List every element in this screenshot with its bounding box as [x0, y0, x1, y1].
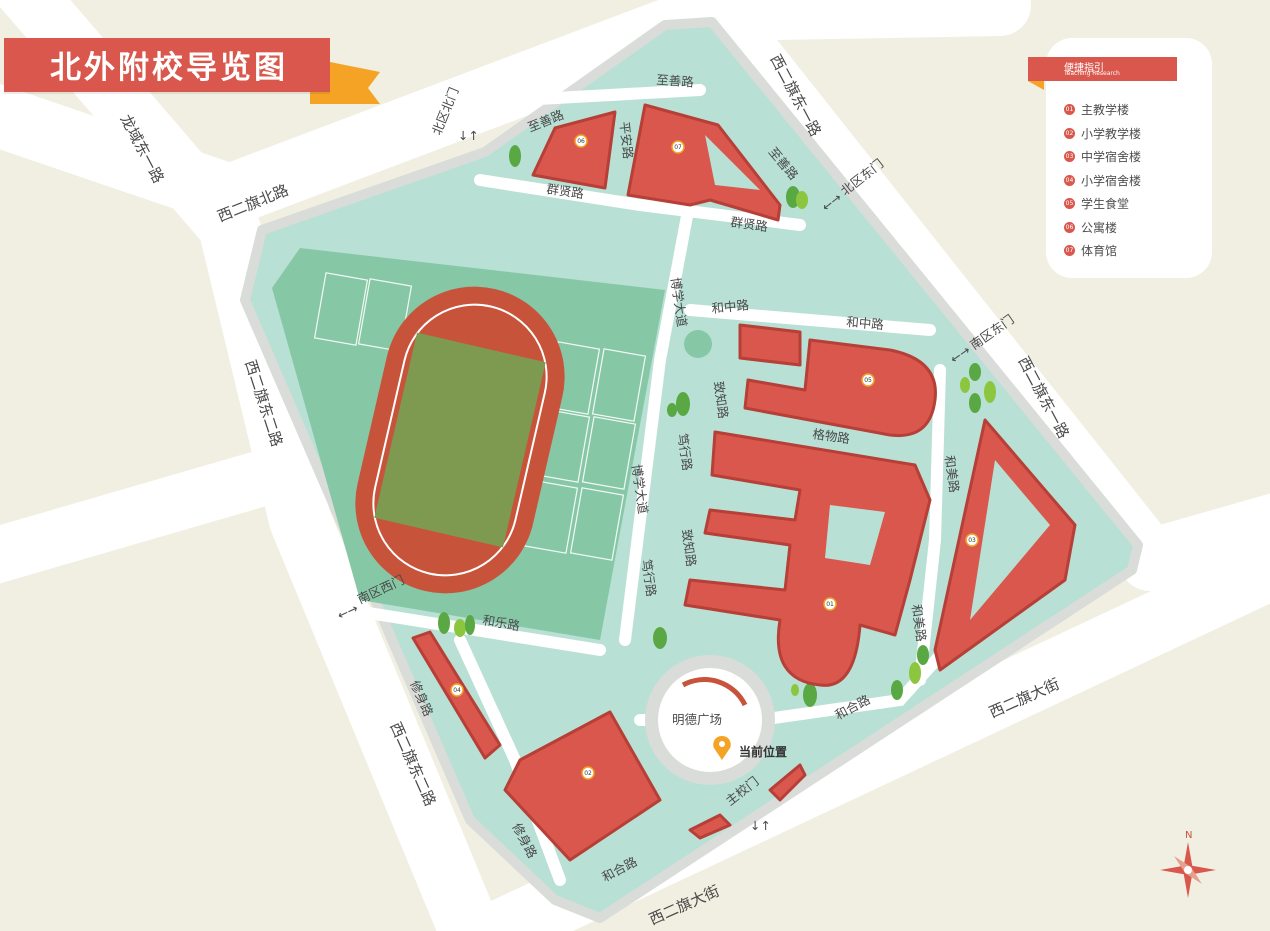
title-banner: [4, 38, 330, 92]
main-gate-left: [688, 813, 732, 840]
legend-item: 05 学生食堂: [1064, 192, 1141, 216]
marker-05-label: 05: [864, 377, 872, 384]
gate-north-north-arrow: ↓↑: [458, 128, 479, 143]
marker-01-label: 01: [826, 601, 834, 608]
legend-item: 06 公寓楼: [1064, 216, 1141, 240]
trees: [438, 145, 996, 707]
legend-item: 01 主教学楼: [1064, 98, 1141, 122]
road-hemei-2: 和美路: [909, 603, 929, 643]
basketball-courts: [313, 272, 647, 561]
legend-item-num: 04: [1064, 174, 1075, 186]
road-zhizhi-2: 致知路: [679, 528, 699, 568]
legend-item-label: 学生食堂: [1081, 197, 1130, 212]
building-02: [503, 710, 662, 862]
legend-item-label: 小学教学楼: [1081, 126, 1142, 141]
pond: [684, 330, 712, 358]
building-05: [738, 323, 937, 438]
current-location-pin: [713, 736, 731, 760]
road-pingan: 平安路: [617, 121, 636, 160]
main-gate-right: [768, 763, 807, 802]
compass: [1160, 842, 1216, 898]
legend-header: 便捷指引 Teaching Research: [1028, 57, 1177, 81]
legend-item-num: 03: [1064, 151, 1075, 163]
building-01: [683, 430, 932, 687]
legend-item-num: 01: [1064, 104, 1075, 116]
road-duxing-2: 笃行路: [639, 558, 659, 598]
marker-05: 05: [861, 373, 875, 387]
road-hemei-1: 和美路: [942, 454, 962, 494]
marker-07: 07: [671, 140, 685, 154]
road-zhishan-2: 至善路: [656, 72, 695, 90]
legend-item-num: 05: [1064, 198, 1075, 210]
marker-07-label: 07: [674, 144, 682, 151]
legend-item-num: 07: [1064, 245, 1075, 257]
legend-item-label: 体育馆: [1081, 244, 1118, 259]
building-06: [531, 110, 617, 190]
compass-north-label: N: [1185, 830, 1192, 841]
running-track: [355, 286, 565, 594]
marker-03: 03: [965, 533, 979, 547]
legend-subtitle: Teaching Research: [1064, 70, 1120, 77]
inner-roads: [344, 84, 951, 886]
legend-item-num: 06: [1064, 221, 1075, 233]
marker-02-label: 02: [584, 770, 592, 777]
legend-fold: [1028, 81, 1044, 90]
marker-06-label: 06: [577, 138, 585, 145]
marker-06: 06: [574, 134, 588, 148]
legend-title: 便捷指引: [1064, 63, 1104, 74]
legend-item-num: 02: [1064, 127, 1075, 139]
gate-main-arrow: ↓↑: [750, 818, 771, 833]
current-location-label: 当前位置: [739, 744, 787, 759]
road-hezhong-1: 和中路: [711, 297, 750, 316]
road-qunxian-1: 群贤路: [546, 181, 586, 201]
road-boxue-2: 博学大道: [629, 463, 651, 515]
legend-item-label: 主教学楼: [1081, 103, 1130, 118]
building-07: [626, 103, 782, 222]
legend-item: 04 小学宿舍楼: [1064, 169, 1141, 193]
legend-item-label: 小学宿舍楼: [1081, 173, 1142, 188]
building-markers: 06 07 05 03 01 04 02: [450, 134, 979, 780]
marker-03-label: 03: [968, 537, 976, 544]
legend-item: 07 体育馆: [1064, 239, 1141, 263]
legend-list: 01 主教学楼 02 小学教学楼 03 中学宿舍楼 04 小学宿舍楼 05 学生食堂 06…: [1064, 98, 1141, 263]
courtyards: [705, 135, 1050, 620]
marker-04: 04: [450, 683, 464, 697]
road-qunxian-2: 群贤路: [730, 214, 770, 234]
legend-item: 03 中学宿舍楼: [1064, 145, 1141, 169]
legend-item: 02 小学教学楼: [1064, 122, 1141, 146]
road-duxing-1: 笃行路: [675, 432, 695, 472]
road-hele: 和乐路: [481, 612, 521, 633]
road-gewu: 格物路: [812, 426, 852, 446]
road-hezhong-2: 和中路: [846, 314, 885, 332]
marker-01: 01: [823, 597, 837, 611]
plaza: [645, 655, 775, 785]
plaza-label: 明德广场: [672, 712, 722, 727]
marker-02: 02: [581, 766, 595, 780]
legend-item-label: 中学宿舍楼: [1081, 150, 1142, 165]
legend-item-label: 公寓楼: [1081, 220, 1118, 235]
page-title: 北外附校导览图: [50, 50, 288, 86]
road-zhizhi-1: 致知路: [711, 380, 731, 420]
marker-04-label: 04: [453, 687, 461, 694]
road-boxue-1: 博学大道: [668, 276, 690, 328]
